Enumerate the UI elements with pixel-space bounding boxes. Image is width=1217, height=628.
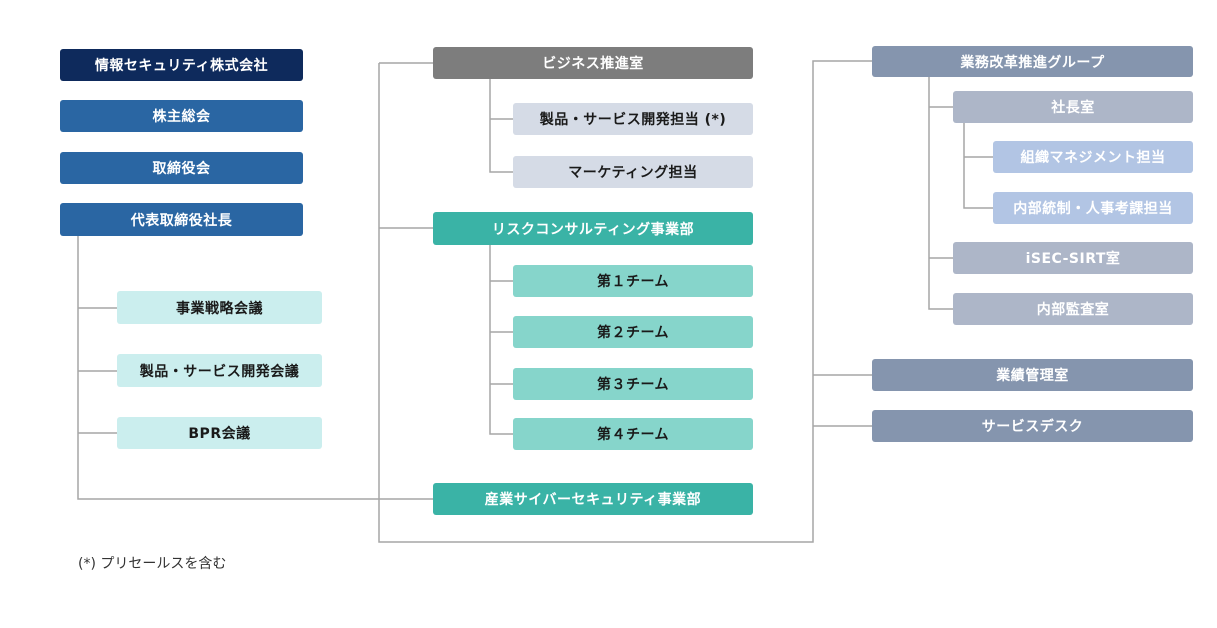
isec-sirt-box: iSEC-SIRT室 bbox=[953, 242, 1193, 274]
risk-consulting-label: リスクコンサルティング事業部 bbox=[491, 221, 695, 238]
internal-control-label: 内部統制・人事考課担当 bbox=[1013, 201, 1173, 217]
reform-group-label: 業務改革推進グループ bbox=[960, 54, 1105, 71]
company-box: 情報セキュリティ株式会社 bbox=[60, 49, 303, 81]
president-office-box: 社長室 bbox=[953, 91, 1193, 123]
ceo-box: 代表取締役社長 bbox=[60, 203, 303, 236]
connector-president-children bbox=[963, 123, 993, 209]
performance-office-label: 業績管理室 bbox=[996, 368, 1069, 384]
bpr-meeting-label: BPR会議 bbox=[188, 426, 251, 442]
strategy-meeting-label: 事業戦略会議 bbox=[176, 300, 263, 317]
marketing-box: マーケティング担当 bbox=[513, 156, 753, 188]
connector-middle-spine bbox=[378, 60, 872, 543]
product-dev-box: 製品・サービス開発担当 (*) bbox=[513, 103, 753, 135]
audit-office-box: 内部監査室 bbox=[953, 293, 1193, 325]
marketing-label: マーケティング担当 bbox=[568, 165, 698, 181]
service-desk-label: サービスデスク bbox=[981, 419, 1084, 435]
team2-box: 第２チーム bbox=[513, 316, 753, 348]
president-office-label: 社長室 bbox=[1051, 100, 1095, 116]
team3-box: 第３チーム bbox=[513, 368, 753, 400]
industrial-cyber-label: 産業サイバーセキュリティ事業部 bbox=[484, 492, 702, 508]
company-label: 情報セキュリティ株式会社 bbox=[94, 58, 269, 74]
team2-label: 第２チーム bbox=[596, 325, 670, 341]
org-management-label: 組織マネジメント担当 bbox=[1020, 150, 1166, 166]
reform-group-box: 業務改革推進グループ bbox=[872, 46, 1193, 77]
board-box: 取締役会 bbox=[60, 152, 303, 184]
audit-office-label: 内部監査室 bbox=[1036, 302, 1110, 318]
product-meeting-box: 製品・サービス開発会議 bbox=[117, 354, 322, 387]
ceo-label: 代表取締役社長 bbox=[130, 212, 233, 229]
isec-sirt-label: iSEC-SIRT室 bbox=[1025, 251, 1121, 267]
team3-label: 第３チーム bbox=[596, 377, 670, 393]
risk-consulting-box: リスクコンサルティング事業部 bbox=[433, 212, 753, 245]
team4-label: 第４チーム bbox=[596, 427, 670, 443]
product-dev-label: 製品・サービス開発担当 (*) bbox=[539, 112, 727, 128]
shareholders-label: 株主総会 bbox=[152, 109, 211, 125]
industrial-cyber-box: 産業サイバーセキュリティ事業部 bbox=[433, 483, 753, 515]
business-office-box: ビジネス推進室 bbox=[433, 47, 753, 79]
connector-ceo-trunk bbox=[77, 236, 433, 500]
service-desk-box: サービスデスク bbox=[872, 410, 1193, 442]
team1-label: 第１チーム bbox=[596, 274, 670, 290]
bpr-meeting-box: BPR会議 bbox=[117, 417, 322, 449]
internal-control-box: 内部統制・人事考課担当 bbox=[993, 192, 1193, 224]
board-label: 取締役会 bbox=[152, 161, 211, 177]
business-office-label: ビジネス推進室 bbox=[542, 56, 644, 72]
footnote: (*) プリセールスを含む bbox=[78, 556, 227, 572]
team1-box: 第１チーム bbox=[513, 265, 753, 297]
strategy-meeting-box: 事業戦略会議 bbox=[117, 291, 322, 324]
connector-reform-children bbox=[928, 77, 953, 310]
performance-office-box: 業績管理室 bbox=[872, 359, 1193, 391]
team4-box: 第４チーム bbox=[513, 418, 753, 450]
product-meeting-label: 製品・サービス開発会議 bbox=[139, 363, 300, 380]
org-management-box: 組織マネジメント担当 bbox=[993, 141, 1193, 173]
shareholders-box: 株主総会 bbox=[60, 100, 303, 132]
connector-risk-children bbox=[489, 245, 513, 435]
connector-business-children bbox=[489, 79, 513, 173]
